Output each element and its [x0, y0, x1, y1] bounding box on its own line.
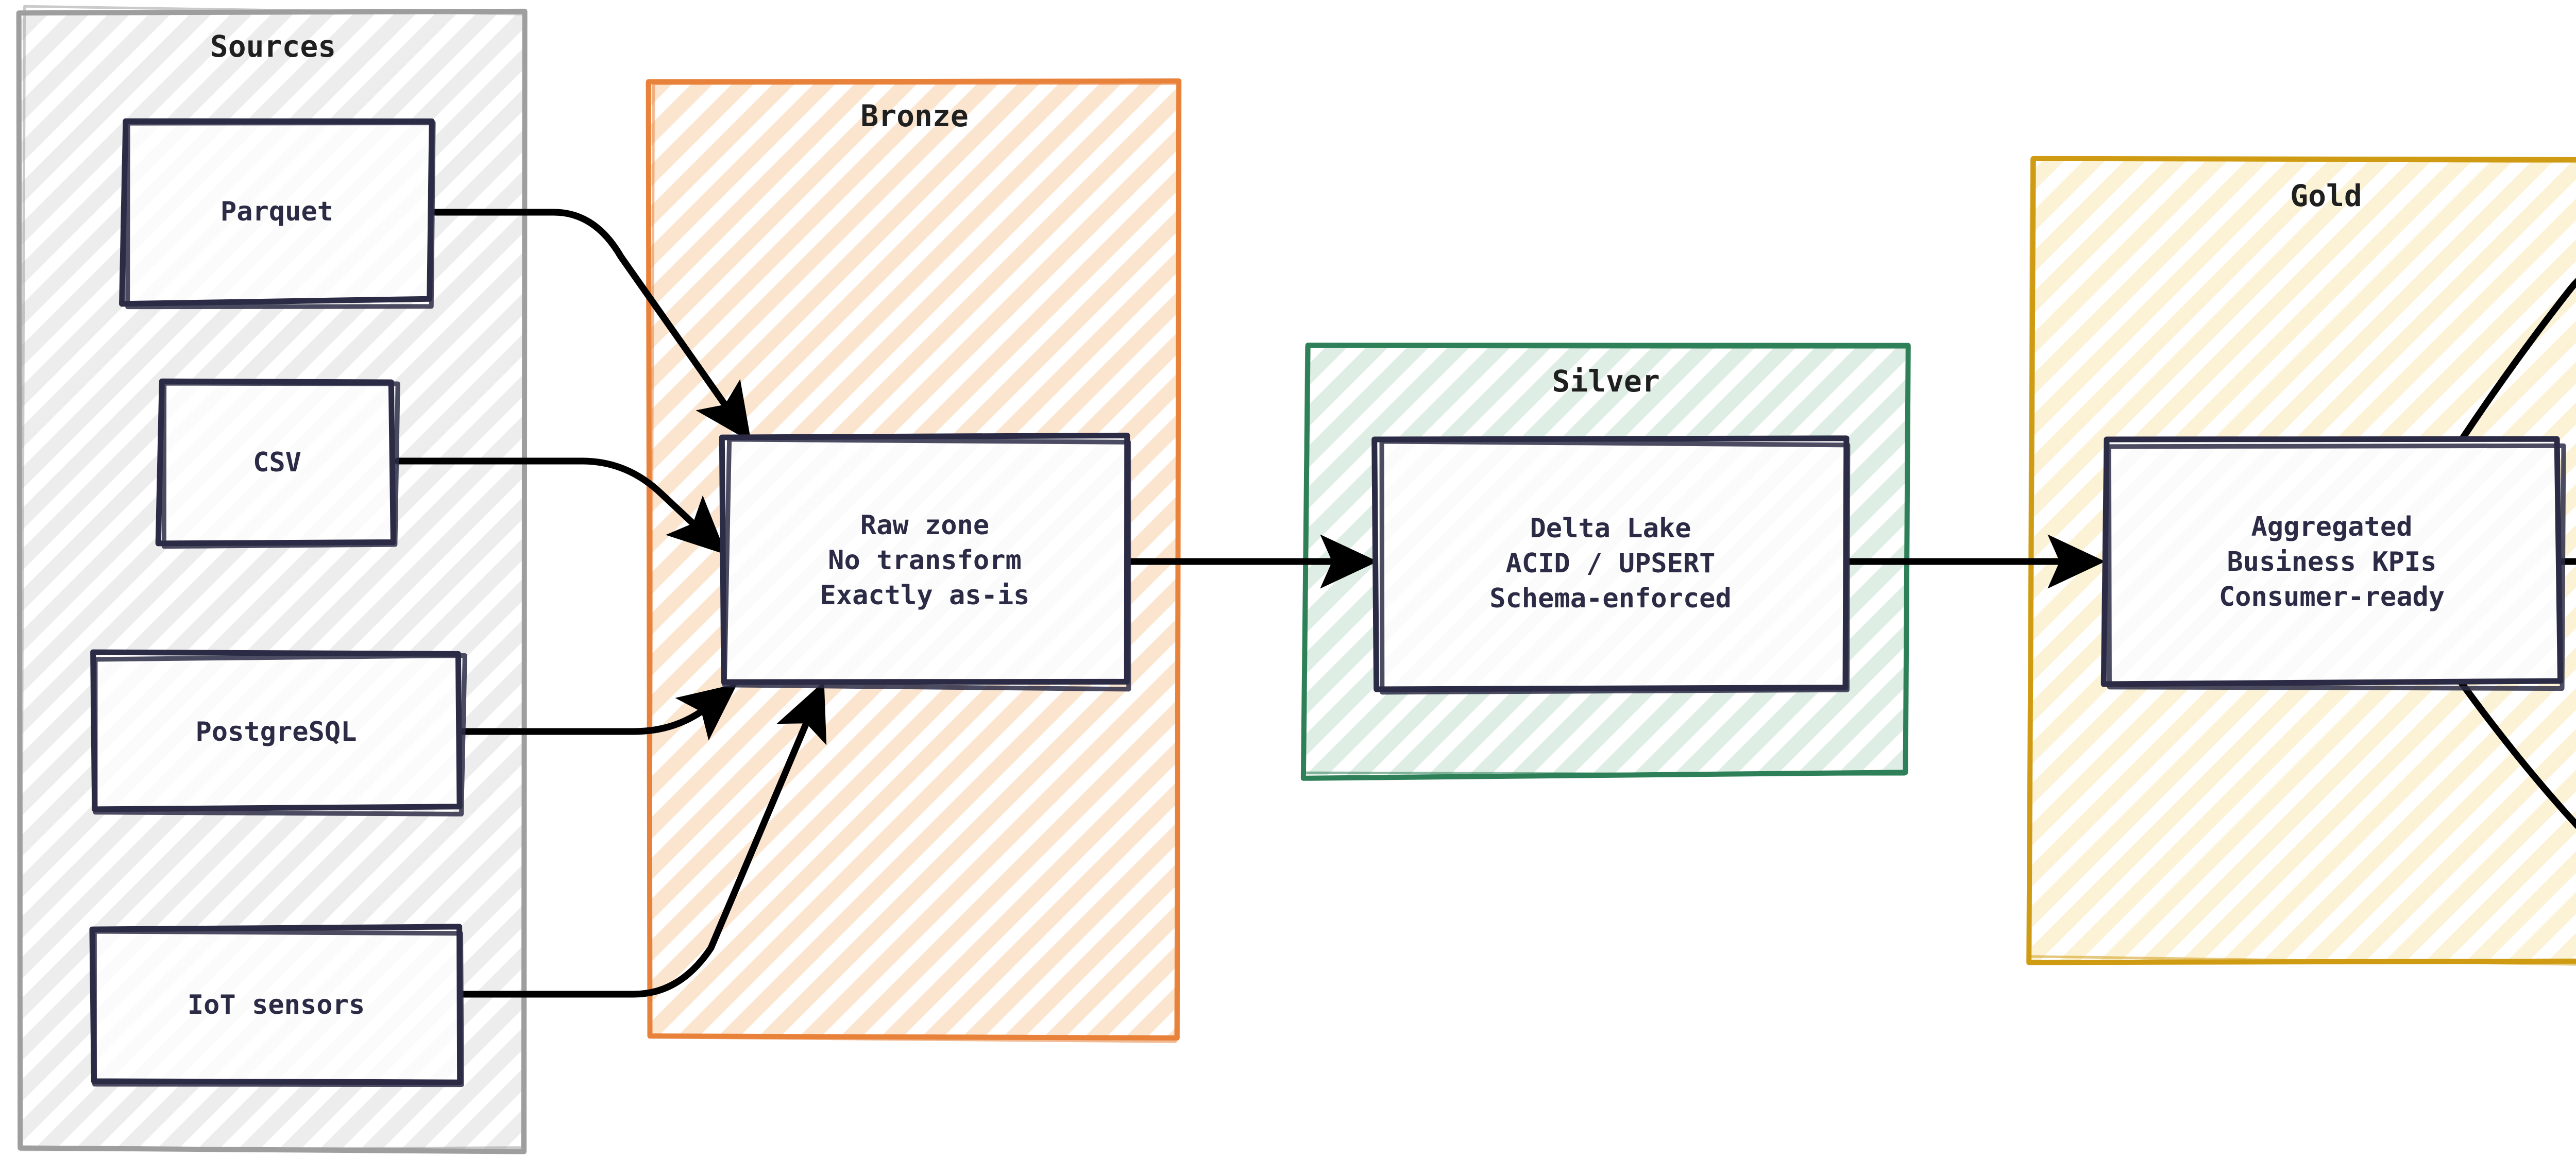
- node-deltalake-border-sketch: [1379, 439, 1851, 695]
- node-rawzone-label-line-0: Raw zone: [860, 510, 989, 541]
- node-parquet-fill: [124, 121, 430, 301]
- group-bronze-label: Bronze: [860, 98, 969, 133]
- node-deltalake-label-line-0: Delta Lake: [1530, 513, 1691, 544]
- edge-csv-to-raw: [394, 457, 726, 555]
- group-bronze-border: [646, 78, 1182, 1041]
- node-rawzone-label-line-1: No transform: [828, 545, 1022, 576]
- node-deltalake-label-line-1: ACID / UPSERT: [1506, 548, 1716, 579]
- node-parquet-label-line-0: Parquet: [221, 196, 333, 227]
- node-deltalake-fill: [1377, 439, 1844, 687]
- edge-agg-to-rest: [2456, 677, 2576, 829]
- node-postgresql-border: [90, 649, 463, 812]
- edge-postgresql-to-raw: [460, 683, 738, 741]
- node-rawzone-fill: [723, 436, 1126, 684]
- edge-agg-to-cosmos: [2456, 278, 2576, 446]
- node-iot-border: [89, 924, 463, 1085]
- group-gold-label: Gold: [2290, 178, 2362, 213]
- node-csv-fill: [161, 382, 394, 542]
- node-deltalake-border: [1371, 435, 1850, 692]
- node-rawzone-label-line-2: Exactly as-is: [820, 580, 1030, 611]
- node-postgresql-fill: [93, 654, 460, 809]
- node-aggregated-border-sketch: [2106, 443, 2566, 691]
- node-parquet-border: [119, 118, 435, 307]
- node-deltalake-label-line-2: Schema-enforced: [1489, 583, 1732, 614]
- edge-parquet-to-raw: [432, 209, 752, 442]
- node-aggregated-border: [2100, 436, 2564, 687]
- node-rawzone-border: [719, 432, 1130, 685]
- node-postgresql-label-line-0: PostgreSQL: [195, 717, 357, 747]
- node-postgresql[interactable]: PostgreSQL: [90, 649, 467, 816]
- node-csv-label-line-0: CSV: [253, 447, 301, 478]
- node-csv-border: [155, 378, 396, 547]
- group-silver-border-sketch: [1301, 345, 1911, 776]
- node-iot-fill: [93, 927, 460, 1082]
- node-parquet[interactable]: Parquet: [119, 118, 436, 310]
- node-aggregated-fill: [2105, 440, 2559, 683]
- node-rawzone-border-sketch: [722, 437, 1131, 692]
- node-aggregated-label-line-2: Consumer-ready: [2219, 582, 2445, 612]
- group-bronze-border-sketch: [649, 82, 1181, 1043]
- group-gold-border-sketch: [2027, 158, 2576, 966]
- node-aggregated-label-line-1: Business KPIs: [2227, 547, 2437, 577]
- group-silver-label: Silver: [1552, 364, 1660, 399]
- node-aggregated-label-line-0: Aggregated: [2251, 512, 2412, 542]
- node-iot-label-line-0: IoT sensors: [188, 990, 365, 1020]
- group-sources-border-sketch: [19, 5, 526, 1151]
- edge-iot-to-raw: [460, 681, 827, 998]
- group-sources-label: Sources: [210, 29, 336, 64]
- node-iot[interactable]: IoT sensors: [89, 924, 464, 1087]
- node-csv[interactable]: CSV: [155, 378, 400, 549]
